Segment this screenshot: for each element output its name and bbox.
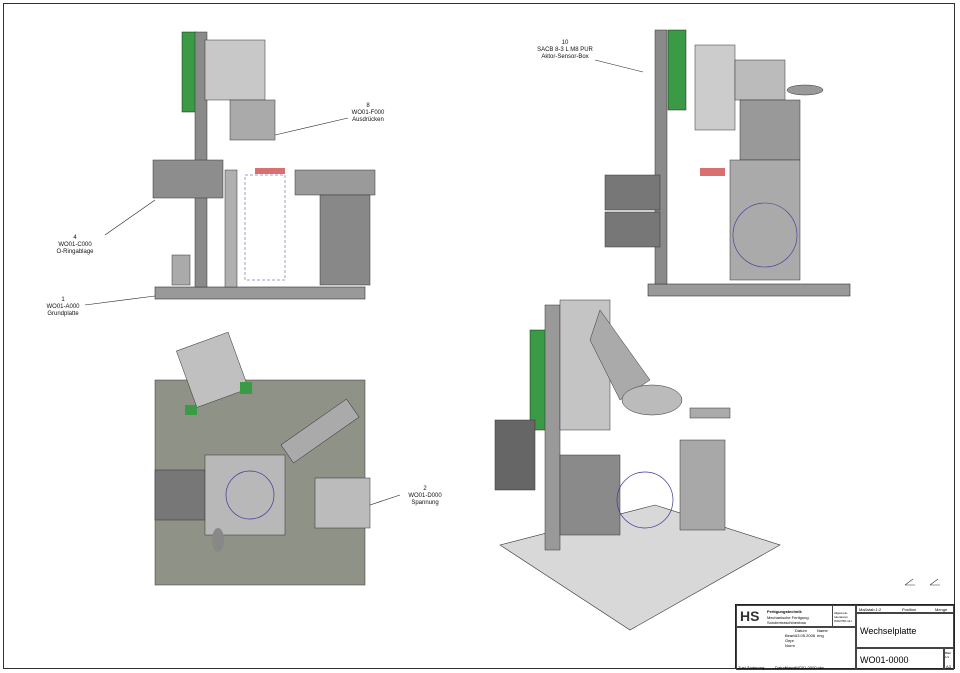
- date-header: Datum: [795, 628, 807, 633]
- callout-number: 4: [73, 235, 77, 241]
- drawing-number: WO01-0000: [860, 655, 909, 665]
- change-label: Änderung: [747, 665, 765, 670]
- company-logo: HS: [740, 608, 760, 624]
- sheet-cell: Blatt 1/1 A3: [944, 648, 954, 670]
- callout-number: 8: [366, 103, 370, 109]
- callout-part: WO01-F000: [351, 110, 385, 116]
- rev-date-label: Datum: [775, 665, 787, 670]
- callout-name: Spannung: [411, 500, 439, 506]
- callout-name: Ausdrücken: [352, 117, 384, 123]
- callout-name: Grundplatte: [47, 311, 79, 317]
- callout-8: 8 WO01-F000 Ausdrücken: [333, 103, 403, 124]
- title-block: HS Fertigungstechnik Mechanische Fertigu…: [735, 604, 955, 670]
- callout-name: O-Ringablage: [56, 249, 94, 255]
- position: Position: [902, 607, 917, 612]
- drawn-label: Bearb.: [785, 633, 797, 638]
- leader-lines: [84, 59, 644, 506]
- callout-10: 10 SACB 8-3 L M8 PUR Aktor-Sensor-Box: [520, 40, 610, 61]
- company-name: Fertigungstechnik: [767, 609, 802, 614]
- sheet-frame: [3, 3, 955, 669]
- drawn-date: 13.05.2008: [795, 633, 816, 638]
- norm-label: Norm: [785, 643, 795, 648]
- isometric-view: [494, 299, 781, 631]
- scale-row: Maßstab 1:2 Position Menge: [856, 605, 954, 613]
- scale: Maßstab 1:2: [859, 607, 882, 612]
- callout-part: WO01-C000: [58, 242, 92, 248]
- callout-number: 10: [561, 40, 569, 46]
- callout-part: WO01-D000: [408, 493, 442, 499]
- callout-part: SACB 8-3 L M8 PUR: [537, 47, 593, 53]
- file-name: WO01-0000.idw: [795, 665, 824, 670]
- company-line2: Mechanische Fertigung: [767, 615, 809, 620]
- sheet-format: A3: [946, 664, 951, 669]
- callout-part: WO01-A000: [46, 304, 80, 310]
- callout-number: 1: [61, 297, 65, 303]
- drawn-name: eng: [817, 633, 824, 638]
- drawing-title: Wechselplatte: [860, 626, 917, 636]
- callout-name: Aktor-Sensor-Box: [541, 54, 589, 60]
- drawing-number-cell: WO01-0000: [856, 648, 944, 670]
- company-line3: Sondermaschinenbau: [767, 620, 806, 625]
- rev-name-label: Name: [785, 665, 796, 670]
- callout-4: 4 WO01-C000 O-Ringablage: [40, 235, 110, 256]
- callout-2: 2 WO01-D000 Spannung: [390, 486, 460, 507]
- rev-label: Zust.: [738, 665, 747, 670]
- projection-symbol: [904, 578, 940, 586]
- title-cell: Wechselplatte: [856, 613, 954, 648]
- tolerance-cell: Allgemein-toleranzen ISO2768-mH: [832, 605, 856, 627]
- checked-label: Gepr.: [785, 638, 795, 643]
- sheet-number: Blatt 1/1: [945, 651, 952, 659]
- quantity: Menge: [935, 607, 948, 612]
- top-view: [154, 331, 371, 586]
- name-header: Name: [817, 628, 828, 633]
- tolerance: Allgemein-toleranzen ISO2768-mH: [834, 611, 852, 623]
- callout-number: 2: [423, 486, 427, 492]
- side-view: [604, 29, 851, 297]
- callout-1: 1 WO01-A000 Grundplatte: [28, 297, 98, 318]
- front-view: [152, 31, 376, 300]
- revision-grid: Datum Name Bearb. 13.05.2008 eng Gepr. N…: [736, 627, 856, 670]
